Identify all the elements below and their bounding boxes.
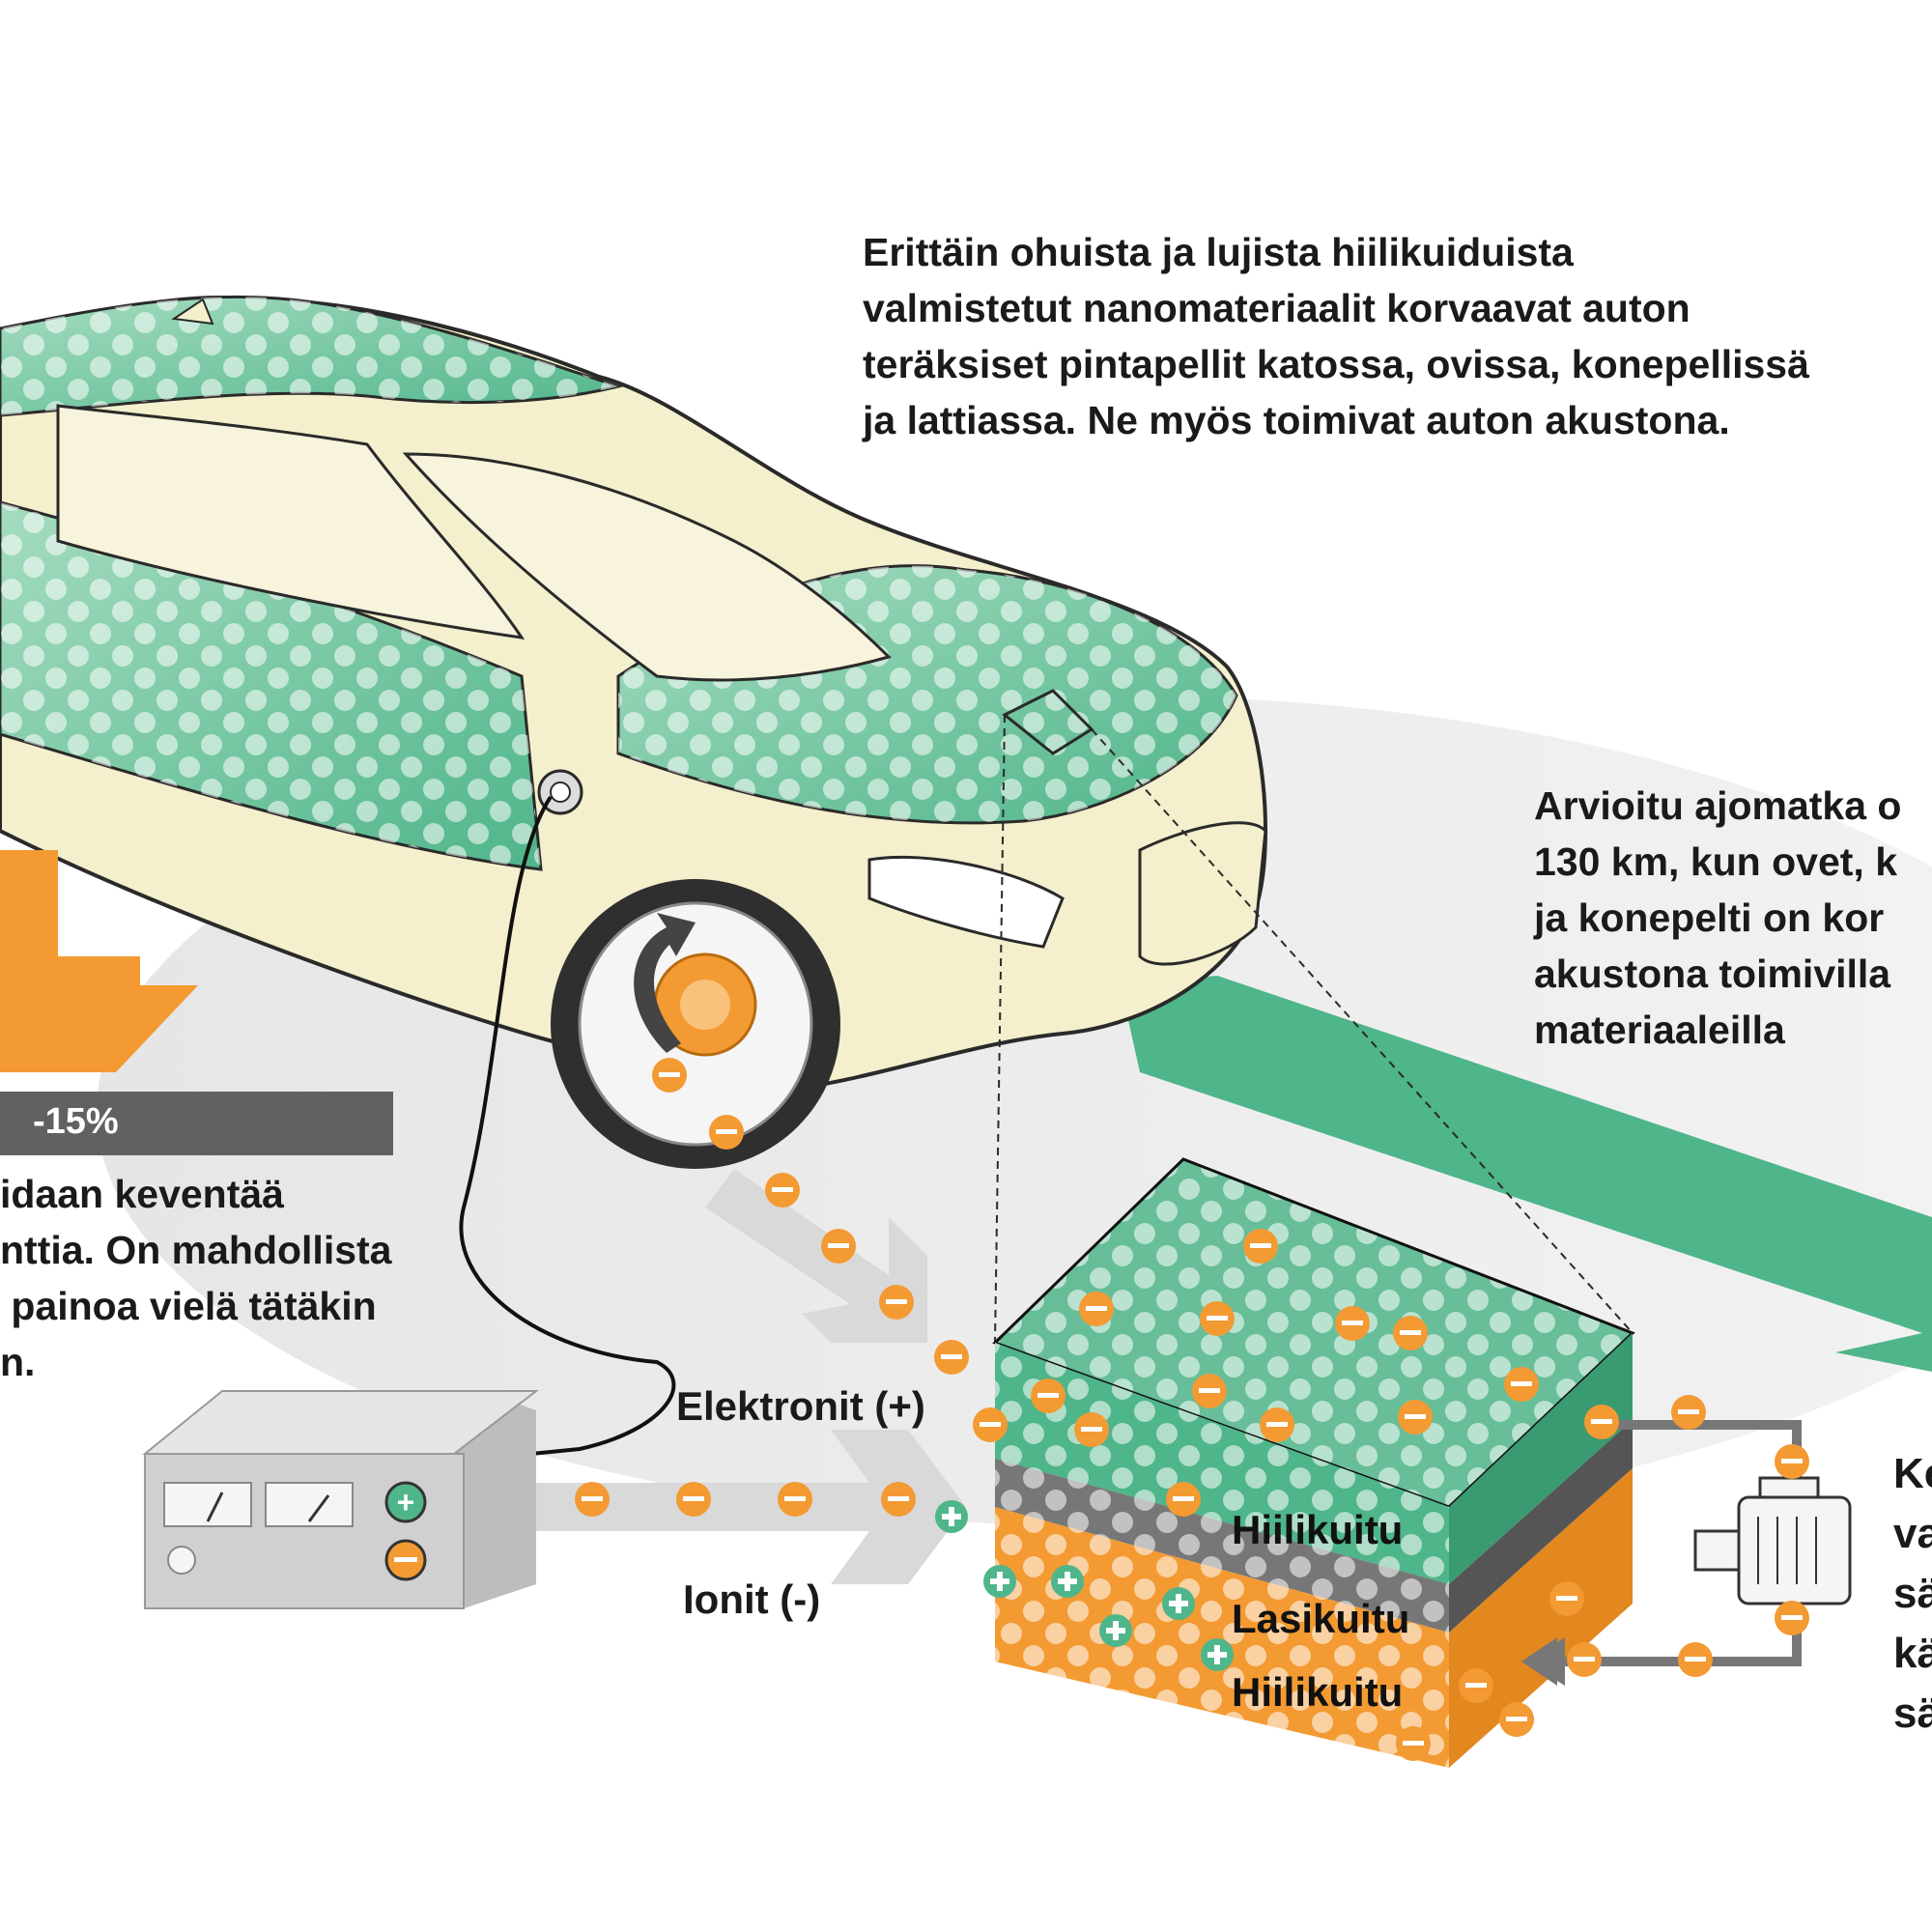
wheel-flow-arrow xyxy=(705,1169,927,1343)
range-text: Arvioitu ajomatka o 130 km, kun ovet, k … xyxy=(1534,778,1901,1058)
roof-antenna xyxy=(171,298,214,326)
side-line: kä xyxy=(1893,1630,1932,1677)
minus-icon xyxy=(1775,1444,1809,1479)
description-line: valmistetut nanomateriaalit korvaavat au… xyxy=(863,286,1690,330)
weight-line: idaan keventää xyxy=(0,1172,284,1216)
rotation-arrow-icon xyxy=(634,913,696,1053)
projection-lines xyxy=(994,714,1634,1344)
minus-icon xyxy=(765,1173,800,1208)
description-text: Erittäin ohuista ja lujista hiilikuiduis… xyxy=(863,224,1809,448)
minus-icon xyxy=(575,1482,610,1517)
minus-icon xyxy=(676,1482,711,1517)
weight-line: n. xyxy=(0,1340,36,1384)
layer-label-bottom: Hiilikuitu xyxy=(1232,1669,1404,1715)
minus-icon xyxy=(1504,1367,1539,1402)
side-line: va xyxy=(1893,1510,1932,1557)
return-arrow-head xyxy=(1521,1637,1557,1686)
minus-icon xyxy=(821,1229,856,1264)
front-wheel xyxy=(551,879,840,1169)
minus-icon xyxy=(1398,1400,1433,1435)
battery xyxy=(992,1157,1635,1768)
layer-label-top: Hiilikuitu xyxy=(1232,1507,1404,1552)
plus-icon xyxy=(1051,1565,1084,1598)
side-line: Ke xyxy=(1893,1450,1932,1497)
side-line: sä xyxy=(1893,1570,1932,1617)
weight-text: idaan keventää nttia. On mahdollista pai… xyxy=(0,1166,391,1390)
weight-line: nttia. On mahdollista xyxy=(0,1228,392,1272)
plus-icon xyxy=(384,1481,427,1523)
range-line: ja konepelti on kor xyxy=(1534,895,1885,940)
minus-icon xyxy=(1079,1292,1114,1326)
minus-icon xyxy=(778,1482,812,1517)
electrons xyxy=(575,1058,1809,1761)
electrons-label: Elektronit (+) xyxy=(676,1383,925,1429)
minus-icon xyxy=(973,1407,1008,1442)
percent-bar xyxy=(0,1092,393,1155)
minus-icon xyxy=(1074,1412,1109,1447)
minus-icon xyxy=(1192,1374,1227,1408)
minus-icon xyxy=(1678,1642,1713,1677)
minus-icon xyxy=(1396,1726,1431,1761)
car xyxy=(0,295,1267,1169)
minus-icon xyxy=(1335,1306,1370,1341)
plus-icon xyxy=(983,1565,1016,1598)
description-line: ja lattiassa. Ne myös toimivat auton aku… xyxy=(863,398,1730,442)
layer-label-middle: Lasikuitu xyxy=(1232,1596,1410,1641)
charging-cable xyxy=(459,795,676,1456)
minus-icon xyxy=(1166,1482,1201,1517)
flow-arrow xyxy=(536,1430,966,1584)
plus-icon xyxy=(1162,1587,1195,1620)
weight-line: painoa vielä tätäkin xyxy=(0,1284,377,1328)
minus-icon xyxy=(709,1115,744,1150)
minus-icon xyxy=(1200,1301,1235,1336)
plus-icon xyxy=(1099,1614,1132,1647)
power-icon xyxy=(167,1546,196,1575)
minus-icon xyxy=(1671,1395,1706,1430)
description-line: Erittäin ohuista ja lujista hiilikuiduis… xyxy=(863,230,1574,274)
side-text: Ke va sä kä sä xyxy=(1893,1444,1932,1744)
plus-icon xyxy=(1201,1638,1234,1671)
ions xyxy=(935,1500,1234,1671)
minus-icon xyxy=(1567,1642,1602,1677)
windshield xyxy=(402,452,892,682)
minus-icon xyxy=(934,1340,969,1375)
headlight xyxy=(867,855,1065,949)
ions-label: Ionit (-) xyxy=(683,1577,821,1622)
minus-icon xyxy=(1584,1405,1619,1439)
range-line: akustona toimivilla xyxy=(1534,952,1891,996)
minus-icon xyxy=(1031,1378,1065,1413)
minus-icon xyxy=(1393,1316,1428,1350)
description-line: teräksiset pintapellit katossa, ovissa, … xyxy=(863,342,1809,386)
percent-label: -15% xyxy=(33,1101,119,1142)
plus-icon xyxy=(935,1500,968,1533)
svg-text:+: + xyxy=(397,1485,415,1520)
range-line: materiaaleilla xyxy=(1534,1008,1785,1052)
range-line: Arvioitu ajomatka o xyxy=(1534,783,1902,828)
side-line: sä xyxy=(1893,1690,1932,1737)
minus-icon xyxy=(1459,1668,1493,1703)
minus-icon xyxy=(1499,1702,1534,1737)
minus-icon xyxy=(1775,1601,1809,1635)
charger: + xyxy=(142,1390,539,1609)
minus-icon xyxy=(1260,1407,1294,1442)
side-window xyxy=(56,404,526,639)
minus-icon xyxy=(1549,1581,1584,1616)
minus-icon xyxy=(881,1482,916,1517)
range-arrow xyxy=(1121,976,1932,1372)
minus-icon xyxy=(652,1058,687,1093)
minus-icon xyxy=(879,1285,914,1320)
minus-icon xyxy=(1243,1229,1278,1264)
range-line: 130 km, kun ovet, k xyxy=(1534,839,1898,884)
motor-icon xyxy=(1693,1476,1852,1605)
